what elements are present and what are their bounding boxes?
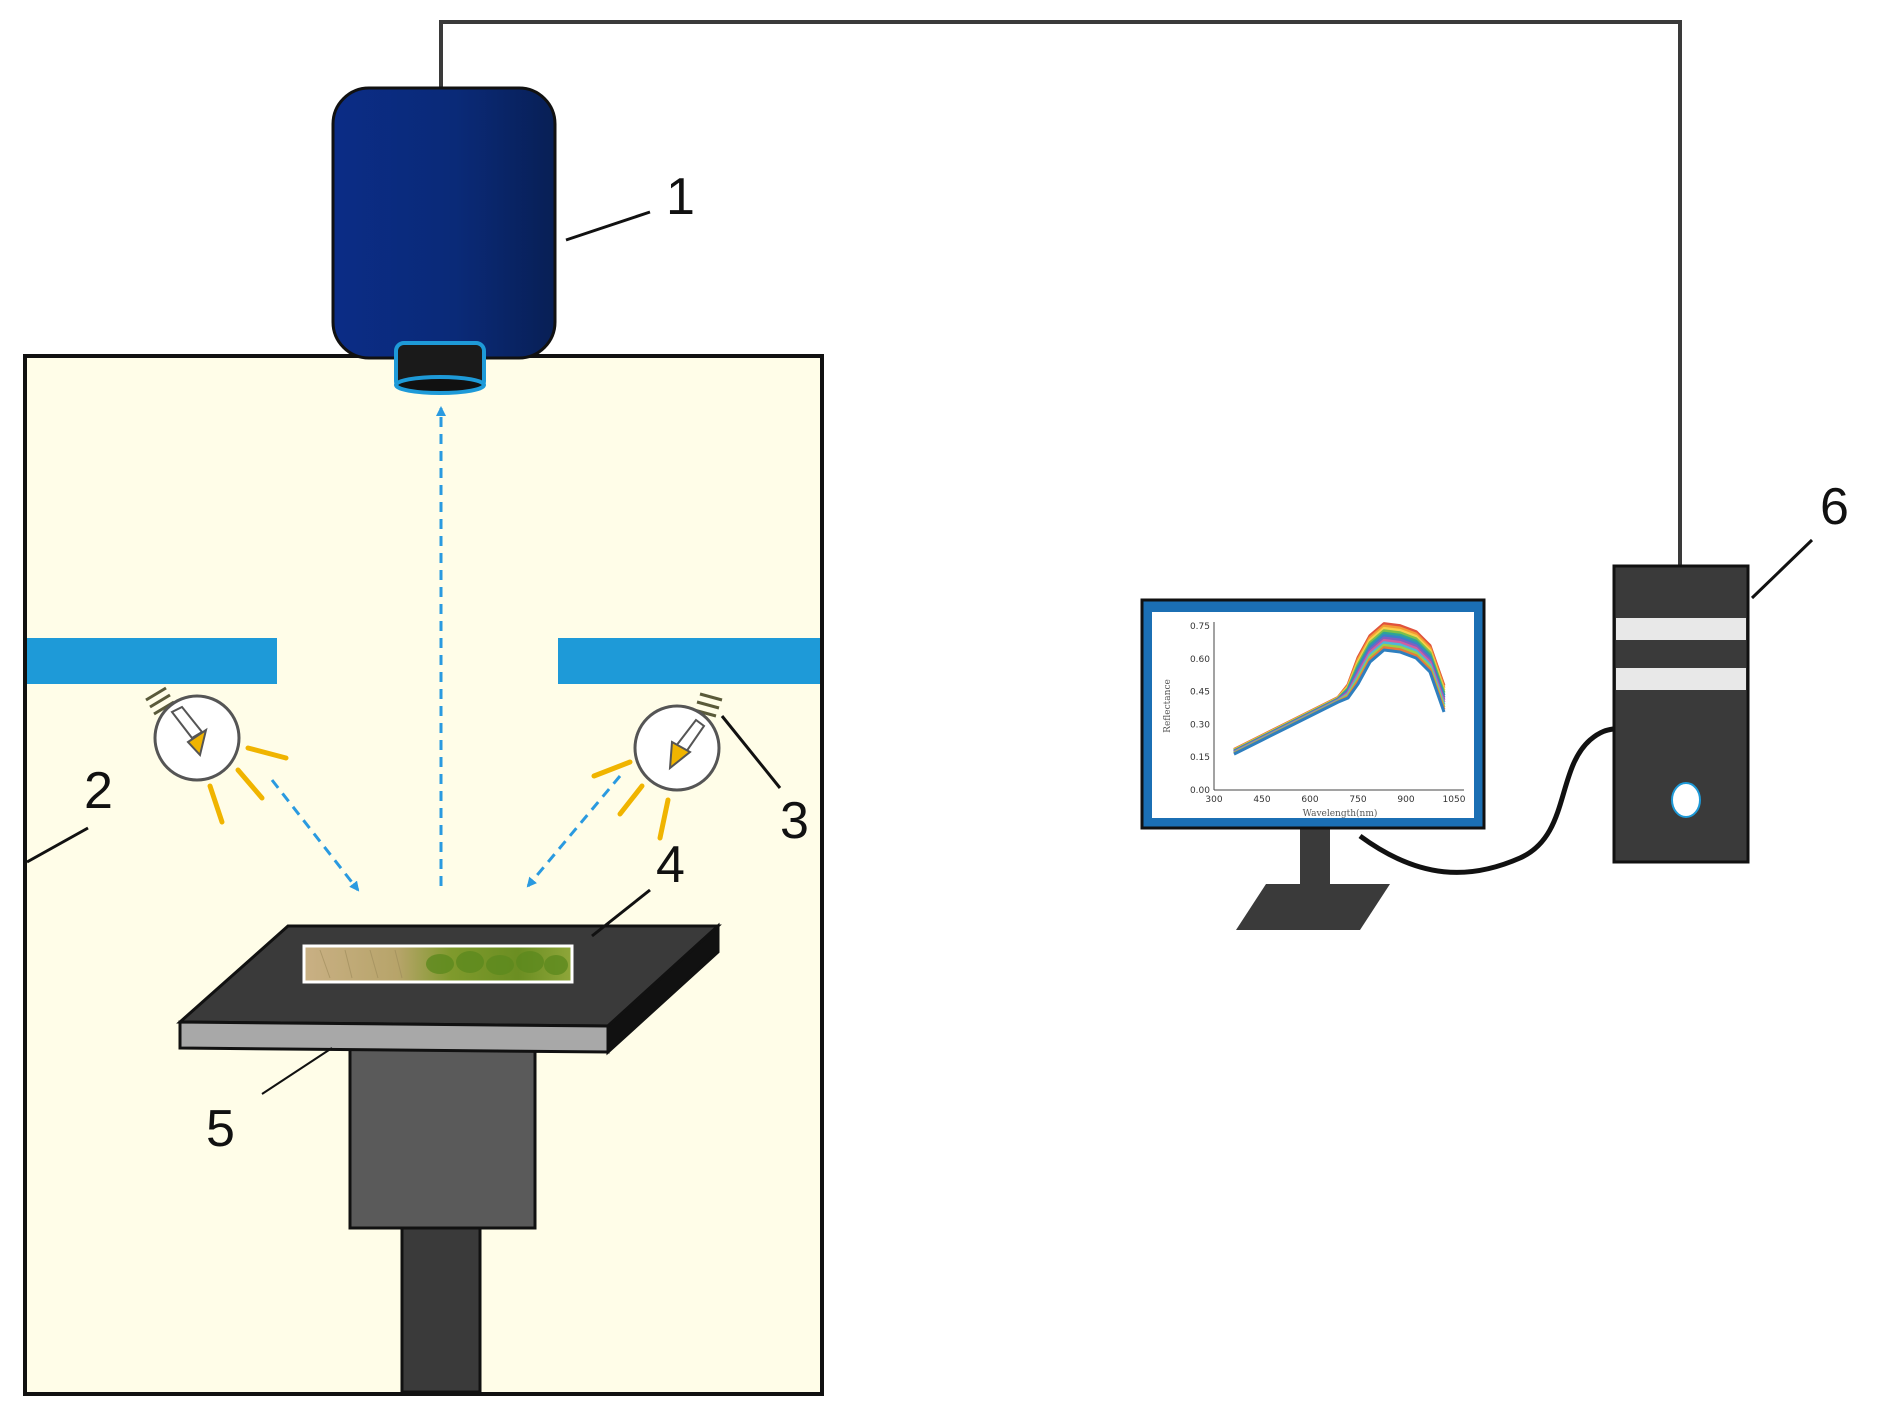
monitor: 300 450 600 750 900 1050 0.75 0.60 0.45 0.30 0.15 0… xyxy=(1140,598,1486,930)
drive-bay-1 xyxy=(1616,618,1746,640)
chart-y-tick-label: 0.15 xyxy=(1190,753,1210,763)
callout-2: 2 xyxy=(84,762,113,820)
power-button-icon xyxy=(1671,782,1701,818)
monitor-stand-neck xyxy=(1300,826,1330,886)
callout-3-leader xyxy=(720,715,782,789)
monitor-stand-base xyxy=(1236,884,1390,930)
callout-4-leader xyxy=(591,888,651,938)
chart-x-tick-label: 300 xyxy=(1205,795,1222,805)
callout-4: 4 xyxy=(656,836,685,894)
callout-2-leader xyxy=(26,826,89,864)
dark-box xyxy=(23,354,824,1396)
callout-6: 6 xyxy=(1820,478,1849,536)
chart-y-tick-label: 0.75 xyxy=(1190,622,1210,632)
sample xyxy=(302,944,574,984)
chart-y-tick-label: 0.30 xyxy=(1190,720,1210,730)
chart-y-tick-label: 0.60 xyxy=(1190,655,1210,665)
camera-lens-rim xyxy=(394,375,486,395)
left-halogen-lamp xyxy=(145,686,289,825)
callout-3: 3 xyxy=(780,792,809,850)
spectral-chart: 300 450 600 750 900 1050 0.75 0.60 0.45 0.30 0.15 0… xyxy=(1163,622,1466,819)
computer-tower xyxy=(1612,564,1750,864)
callout-6-leader xyxy=(1750,538,1814,600)
chart-x-tick-label: 750 xyxy=(1349,795,1366,805)
platform-side-edge xyxy=(606,922,720,1056)
callout-5: 5 xyxy=(206,1100,235,1158)
callout-5-leader xyxy=(261,1047,333,1095)
right-shelf xyxy=(558,638,820,684)
tower-body xyxy=(1612,564,1750,864)
chart-y-tick-label: 0.45 xyxy=(1190,688,1210,698)
platform-front-edge xyxy=(178,1020,610,1054)
left-incident-light-arrow xyxy=(270,779,360,892)
camera-cable xyxy=(439,20,1682,565)
chart-y-label: Reflectance xyxy=(1163,679,1173,733)
chart-x-tick-label: 900 xyxy=(1397,795,1414,805)
chart-y-tick-label: 0.00 xyxy=(1190,786,1210,796)
hyperspectral-camera xyxy=(331,86,557,395)
platform-pillar xyxy=(400,1223,482,1394)
right-halogen-lamp xyxy=(591,692,723,841)
camera-body xyxy=(331,86,557,360)
right-incident-light-arrow xyxy=(526,775,622,888)
drive-bay-2 xyxy=(1616,668,1746,690)
platform-base xyxy=(348,1046,537,1230)
spectral-curve xyxy=(1233,648,1446,756)
chart-x-tick-label: 450 xyxy=(1253,795,1270,805)
left-shelf xyxy=(27,638,277,684)
chart-x-tick-label: 1050 xyxy=(1443,795,1466,805)
chart-x-tick-label: 600 xyxy=(1301,795,1318,805)
chart-x-label: Wavelength(nm) xyxy=(1303,808,1378,819)
callout-1-leader xyxy=(565,210,651,242)
monitor-cable xyxy=(1358,725,1619,875)
callout-1: 1 xyxy=(666,168,695,226)
